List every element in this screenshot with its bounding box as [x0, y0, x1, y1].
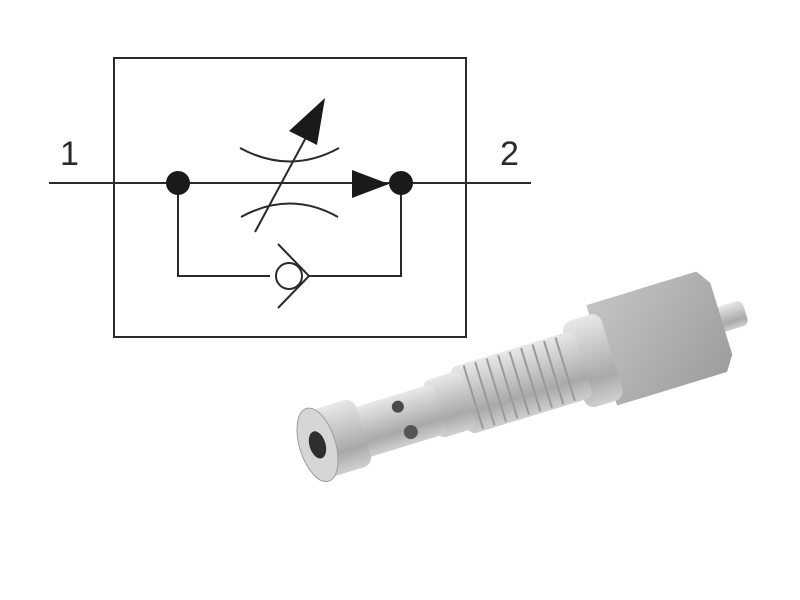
- throttle-upper-arc: [239, 147, 340, 163]
- throttle-lower-arc: [240, 202, 339, 218]
- junction-left: [166, 171, 190, 195]
- junction-right: [389, 171, 413, 195]
- valve-body-box: [113, 57, 467, 338]
- port-1-label: 1: [60, 135, 79, 173]
- flow-direction-arrow-icon: [352, 170, 389, 198]
- port-2-label: 2: [500, 135, 519, 173]
- bypass-line: [177, 183, 270, 277]
- adjust-arrow-shaft: [254, 129, 311, 233]
- check-valve-ball: [275, 262, 303, 290]
- adjust-arrow-head: [289, 98, 325, 145]
- check-valve-seat: [277, 243, 311, 309]
